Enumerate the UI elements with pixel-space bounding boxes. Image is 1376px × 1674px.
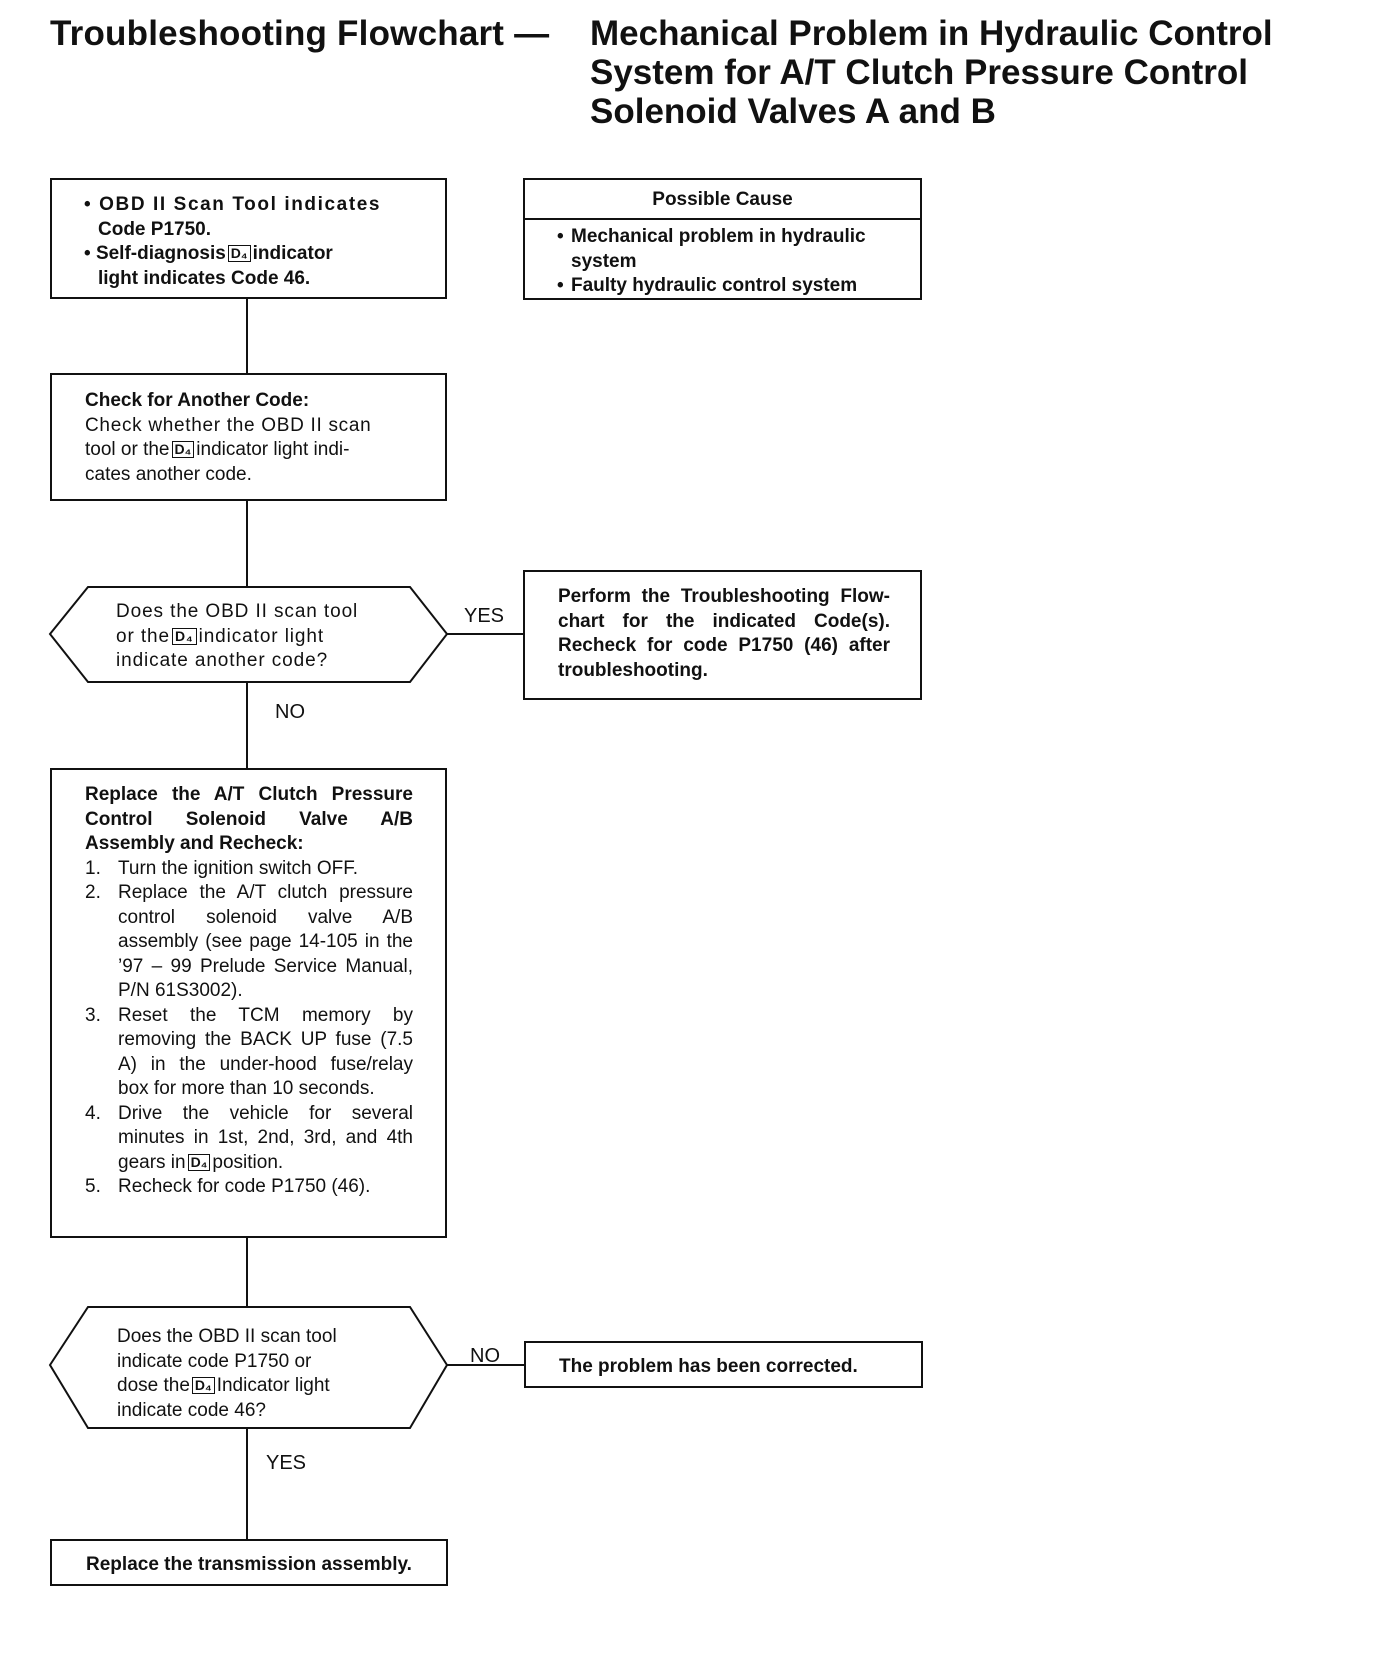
decision-1-line-1: Does the OBD II scan tool	[116, 601, 359, 622]
d4-indicator-symbol: D₄	[191, 1377, 215, 1394]
step-text: Reset the TCM memory by removing the BAC…	[118, 1004, 413, 1100]
step-3: 3. Reset the TCM memory by removing the B…	[85, 1004, 413, 1102]
cause-item-1: Mechanical problem in hydraulic system	[557, 225, 890, 274]
start-line-3b: indicator	[252, 243, 333, 264]
perform-troubleshooting-box: Perform the Troubleshooting Flow-chart f…	[523, 570, 922, 700]
problem-corrected-box: The problem has been corrected.	[524, 1341, 923, 1388]
decision-1-no-label: NO	[275, 701, 305, 723]
subtitle-line-3: Solenoid Valves A and B	[590, 92, 996, 131]
d4-indicator-symbol: D₄	[172, 627, 197, 645]
corrected-text: The problem has been corrected.	[559, 1356, 858, 1377]
check-code-line-3: cates another code.	[85, 463, 252, 485]
decision-1-line-2a: or the	[116, 625, 170, 647]
subtitle-line-2: System for A/T Clutch Pressure Control	[590, 53, 1248, 92]
step-5: 5. Recheck for code P1750 (46).	[85, 1175, 413, 1200]
step-4: 4. Drive the vehicle for several minutes …	[85, 1102, 413, 1176]
decision-1-line-3: indicate another code?	[116, 650, 329, 671]
decision-2-line-1: Does the OBD II scan tool	[117, 1326, 337, 1347]
step-text: Recheck for code P1750 (46).	[118, 1176, 371, 1197]
step-2: 2. Replace the A/T clutch pressure contro…	[85, 881, 413, 1004]
step-text: Turn the ignition switch OFF.	[118, 857, 359, 879]
page-title: Troubleshooting Flowchart —	[50, 14, 550, 53]
step-text-end: position.	[212, 1151, 284, 1173]
possible-cause-heading: Possible Cause	[525, 180, 920, 220]
step-number: 1.	[85, 857, 101, 879]
check-code-box: Check for Another Code: Check whether th…	[50, 373, 447, 501]
d4-indicator-symbol: D₄	[227, 245, 251, 262]
decision-1-line-2b: indicator light	[198, 625, 325, 647]
decision-2-no-label: NO	[470, 1345, 500, 1367]
d4-indicator-symbol: D₄	[187, 1153, 211, 1171]
start-box: • OBD II Scan Tool indicates Code P1750.…	[50, 178, 447, 299]
perform-text: Perform the Troubleshooting Flow-chart f…	[558, 586, 890, 681]
connector-start-to-check	[246, 298, 248, 373]
replace-solenoid-box: Replace the A/T Clutch Pressure Control …	[50, 768, 447, 1238]
connector-decision1-no	[246, 682, 248, 768]
check-code-heading: Check for Another Code:	[85, 390, 310, 411]
page-subtitle: Mechanical Problem in Hydraulic Control …	[590, 14, 1273, 131]
replace-transmission-box: Replace the transmission assembly.	[50, 1539, 448, 1586]
replace-solenoid-heading: Replace the A/T Clutch Pressure Control …	[85, 784, 413, 854]
decision-2-text: Does the OBD II scan tool indicate code …	[117, 1325, 337, 1423]
check-code-line-2b: indicator light indi-	[196, 439, 350, 460]
decision-2-line-2: indicate code P1750 or	[117, 1350, 312, 1372]
start-line-2: Code P1750.	[98, 218, 211, 240]
connector-replace-to-decision2	[246, 1237, 248, 1308]
step-text: Replace the A/T clutch pressure control …	[118, 882, 413, 1001]
step-number: 5.	[85, 1176, 101, 1197]
connector-decision2-no	[447, 1364, 524, 1366]
step-1: 1. Turn the ignition switch OFF.	[85, 857, 413, 882]
cause-item-2: Faulty hydraulic control system	[557, 274, 890, 299]
start-line-4: light indicates Code 46.	[98, 267, 311, 289]
d4-indicator-symbol: D₄	[171, 441, 195, 458]
decision-2-yes-label: YES	[266, 1452, 307, 1474]
decision-1-yes-label: YES	[464, 605, 505, 627]
decision-2-line-3b: Indicator light	[216, 1375, 330, 1396]
step-number: 2.	[85, 882, 101, 903]
step-number: 3.	[85, 1004, 101, 1026]
replace-transmission-text: Replace the transmission assembly.	[86, 1554, 412, 1575]
possible-cause-box: Possible Cause Mechanical problem in hyd…	[523, 178, 922, 300]
connector-check-to-decision1	[246, 500, 248, 586]
connector-decision2-yes	[246, 1428, 248, 1540]
connector-decision1-yes	[447, 633, 523, 635]
check-code-line-2a: tool or the	[85, 439, 170, 460]
check-code-line-1: Check whether the OBD II scan	[85, 414, 372, 436]
decision-2-line-4: indicate code 46?	[117, 1399, 266, 1421]
step-text: Drive the vehicle for several minutes in…	[118, 1102, 413, 1173]
start-line-3a: Self-diagnosis	[95, 243, 226, 264]
decision-2-line-3a: dose the	[117, 1375, 190, 1396]
start-line-1: OBD II Scan Tool indicates	[99, 194, 382, 215]
step-number: 4.	[85, 1102, 101, 1124]
subtitle-line-1: Mechanical Problem in Hydraulic Control	[590, 14, 1273, 53]
